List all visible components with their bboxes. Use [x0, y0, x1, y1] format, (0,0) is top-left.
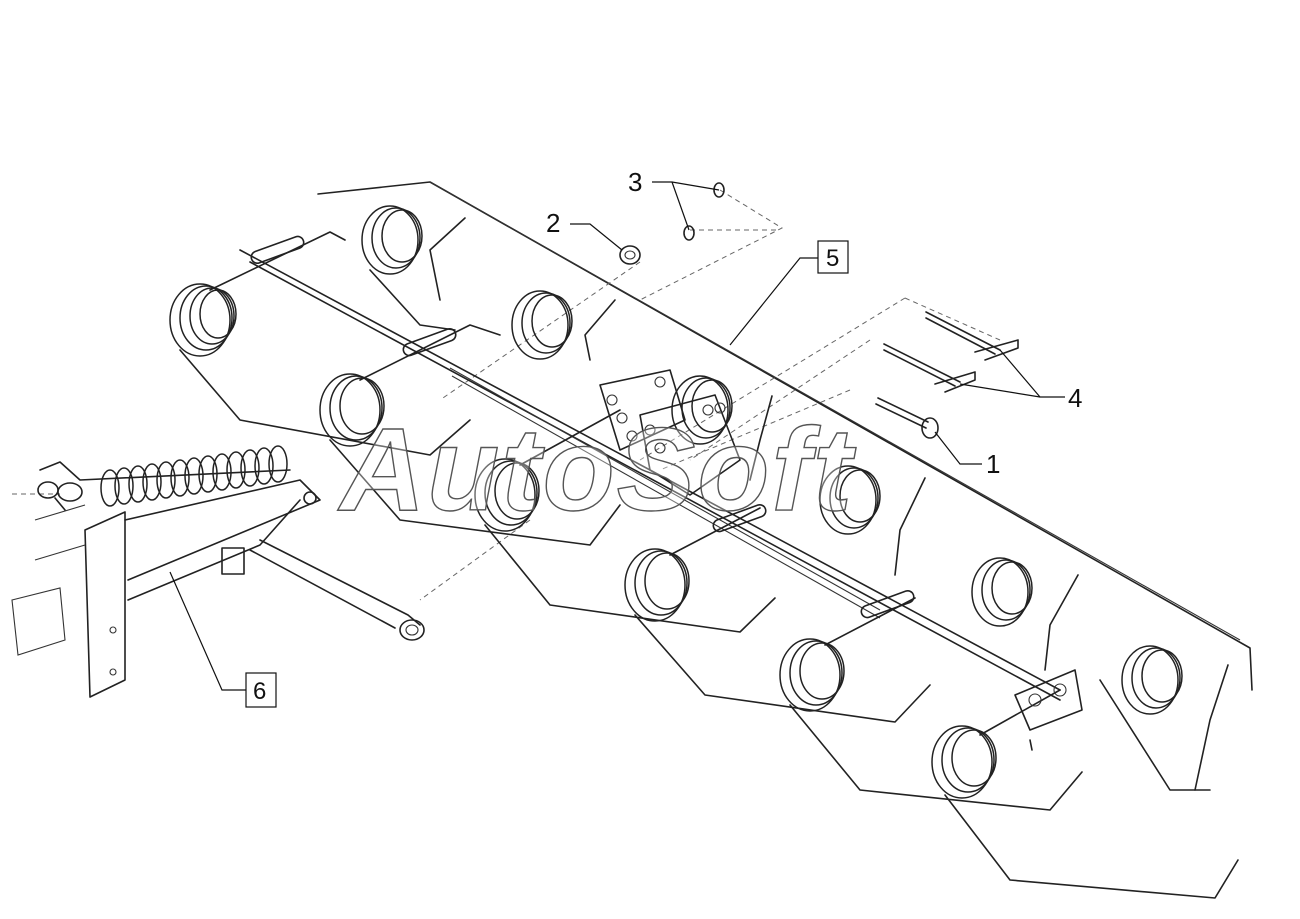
- callout-leaders: [169, 181, 1065, 691]
- callout-label: 1: [986, 449, 1000, 479]
- assembly-lines: [12, 189, 1001, 601]
- callout-label: 2: [546, 208, 560, 238]
- callout-label: 4: [1068, 383, 1082, 413]
- tension-spring: [37, 445, 317, 511]
- tine-coil: [971, 557, 1079, 671]
- pin-parts: [883, 311, 1019, 393]
- tine-coil: [624, 507, 931, 723]
- callout-box-5: 5: [817, 240, 849, 274]
- watermark-text: AutoSoft: [337, 404, 857, 536]
- washer-parts: [683, 182, 725, 241]
- tine-coil: [1099, 645, 1229, 791]
- end-clamp: [1014, 669, 1083, 751]
- callout-label: 3: [628, 167, 642, 197]
- tine-coil: [361, 205, 466, 331]
- shaft-clamps: [250, 235, 915, 619]
- tine-coil: [511, 290, 616, 361]
- tine-coils: [169, 205, 1239, 899]
- callout-label: 6: [253, 678, 266, 705]
- callout-label: 5: [826, 245, 839, 272]
- tine-coil: [169, 231, 471, 456]
- tine-coil: [779, 597, 1083, 811]
- callout-box-6: 6: [245, 672, 277, 708]
- tine-coil: [319, 324, 621, 546]
- rake-frame: [317, 181, 1253, 691]
- center-bracket: [599, 369, 741, 496]
- nut-part: [619, 245, 641, 265]
- bolt-part: [875, 397, 939, 439]
- mount-bracket: [11, 461, 425, 698]
- tine-coil: [931, 689, 1239, 899]
- tine-coil: [819, 465, 926, 576]
